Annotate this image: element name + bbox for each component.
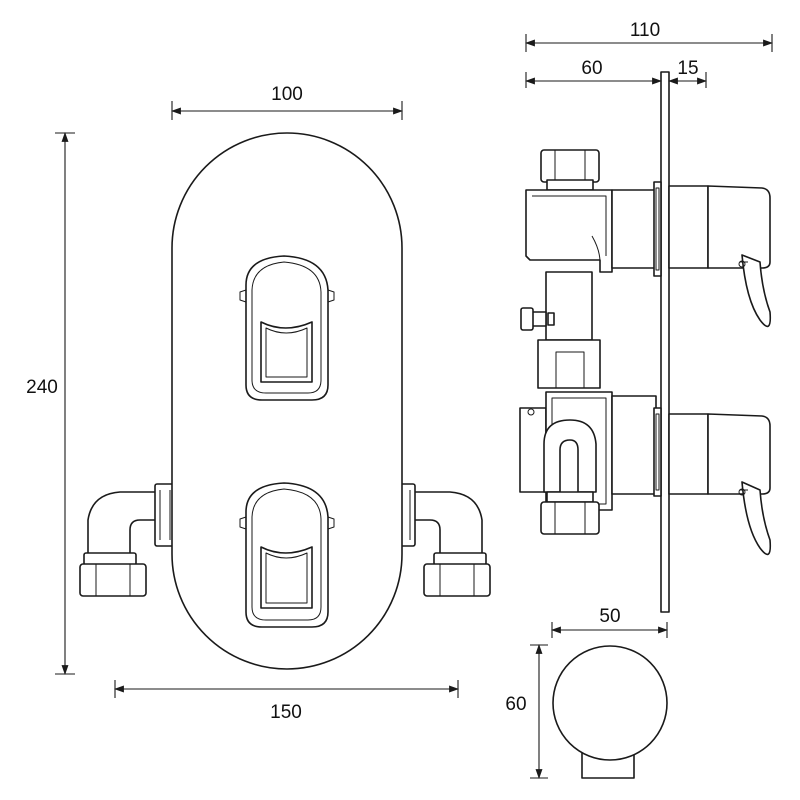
- front-view: [79, 132, 491, 670]
- dim-label-outlet-width: 50: [599, 606, 620, 627]
- dim-side-total: 110: [525, 20, 773, 52]
- top-nut: [540, 149, 600, 191]
- dim-label-side-total: 110: [630, 20, 660, 41]
- side-plate: [660, 71, 670, 613]
- dim-label-front-bottom: 150: [270, 702, 302, 723]
- dim-front-height: 240: [26, 132, 75, 675]
- dim-label-front-height: 240: [26, 377, 58, 398]
- lower-body: [519, 391, 662, 511]
- upper-handle: [239, 255, 335, 401]
- lower-lever: [668, 413, 772, 556]
- front-plate: [171, 132, 403, 670]
- dim-label-side-body: 60: [581, 58, 602, 79]
- dim-front-bottom: 150: [114, 680, 459, 723]
- dim-label-outlet-height: 60: [505, 694, 526, 715]
- right-pipe-fitting: [394, 483, 491, 597]
- lower-handle: [239, 482, 335, 628]
- bottom-nut: [540, 491, 600, 535]
- dim-outlet-width: 50: [551, 606, 668, 638]
- center-stem: [520, 271, 601, 389]
- dim-side-body: 60: [525, 58, 662, 88]
- dim-side-plate: 15: [668, 58, 707, 88]
- dim-label-side-plate: 15: [677, 58, 698, 79]
- side-view: [519, 71, 772, 613]
- dim-label-front-top: 100: [271, 84, 303, 105]
- outlet-view: [552, 645, 668, 779]
- upper-body: [525, 181, 662, 277]
- dim-front-top: 100: [171, 84, 403, 120]
- upper-lever: [668, 185, 772, 328]
- dim-outlet-height: 60: [505, 644, 548, 779]
- left-pipe-fitting: [79, 483, 176, 597]
- outlet-body: [552, 645, 668, 761]
